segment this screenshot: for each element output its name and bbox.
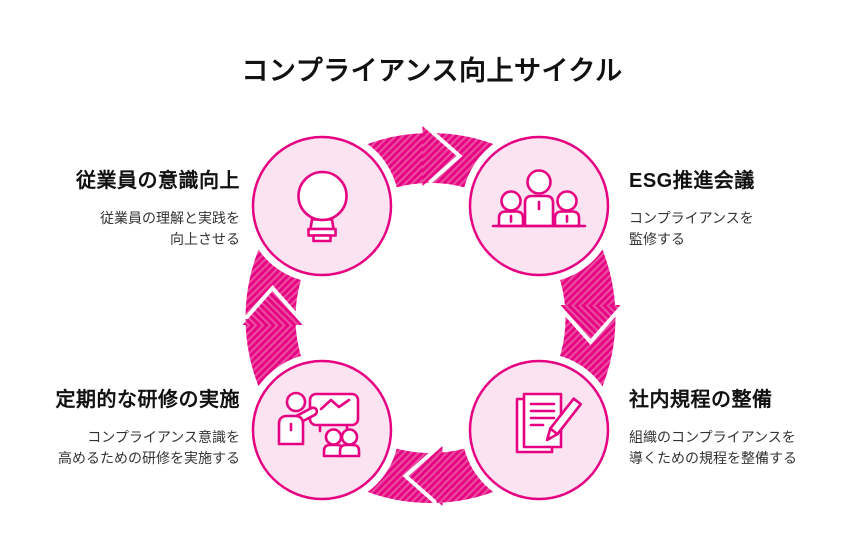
- arrow-up-icon: [242, 285, 303, 325]
- node-text-regulations: 社内規程の整備 組織のコンプライアンスを 導くための規程を整備する: [629, 383, 864, 468]
- arrow-down-icon: [560, 305, 621, 345]
- node-description: 組織のコンプライアンスを 導くための規程を整備する: [629, 429, 797, 466]
- presentation-icon: [277, 391, 361, 458]
- page-title: コンプライアンス向上サイクル: [241, 56, 623, 86]
- node-title: 従業員の意識向上: [76, 170, 240, 192]
- node-circle-awareness: [245, 129, 399, 283]
- node-description: コンプライアンスを 監修する: [629, 210, 754, 247]
- meeting-icon: [491, 169, 587, 228]
- node-description: コンプライアンス意識を 高めるための研修を実施する: [58, 429, 240, 466]
- node-title: 定期的な研修の実施: [55, 389, 240, 411]
- lightbulb-icon: [297, 170, 348, 243]
- arrow-left-icon: [402, 446, 443, 506]
- node-title: 社内規程の整備: [629, 389, 773, 411]
- node-circle-regulations: [462, 353, 616, 507]
- node-description: 従業員の理解と実践を 向上させる: [100, 210, 240, 247]
- node-text-esg: ESG推進会議 コンプライアンスを 監修する: [629, 164, 864, 249]
- node-text-awareness: 従業員の意識向上 従業員の理解と実践を 向上させる: [5, 164, 240, 249]
- node-circle-training: [245, 353, 399, 507]
- node-circle-esg: [462, 129, 616, 283]
- node-title: ESG推進会議: [629, 170, 755, 192]
- document-pencil-icon: [515, 392, 583, 454]
- node-text-training: 定期的な研修の実施 コンプライアンス意識を 高めるための研修を実施する: [5, 383, 241, 468]
- arrow-right-icon: [422, 126, 463, 186]
